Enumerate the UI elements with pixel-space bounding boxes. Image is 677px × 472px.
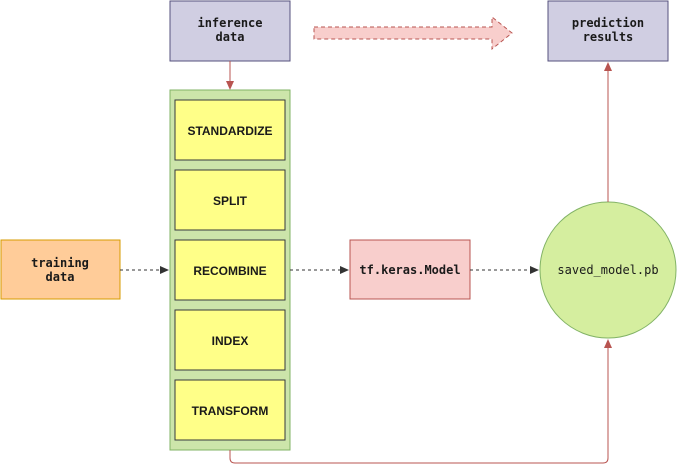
pipeline-to-saved-model-edge [229,339,612,464]
step-split-label: SPLIT [213,194,248,208]
training-data-label-line1: training [31,256,89,270]
saved-model-label: saved_model.pb [557,263,658,277]
step-split: SPLIT [174,169,286,231]
prediction-results-label-line1: prediction [572,16,644,30]
prediction-results-label-line2: results [583,30,634,44]
training-data-label-line2: data [46,270,75,284]
keras-model-node: tf.keras.Model [349,239,471,300]
step-index: INDEX [174,309,286,371]
inference-data-label-line1: inference [197,16,262,30]
step-standardize: STANDARDIZE [174,99,286,161]
step-standardize-label: STANDARDIZE [187,124,272,138]
keras-model-label: tf.keras.Model [359,263,460,277]
step-recombine-label: RECOMBINE [193,264,266,278]
step-transform-label: TRANSFORM [192,404,269,418]
saved-model-node: saved_model.pb [539,201,677,339]
prediction-results-node: prediction results [547,0,669,62]
training-data-node: training data [0,239,121,300]
step-transform: TRANSFORM [174,379,286,441]
inference-data-label-line2: data [216,30,245,44]
inference-data-node: inference data [169,0,291,62]
inference-to-prediction-arrow [313,15,513,51]
step-index-label: INDEX [212,334,249,348]
step-recombine: RECOMBINE [174,239,286,301]
